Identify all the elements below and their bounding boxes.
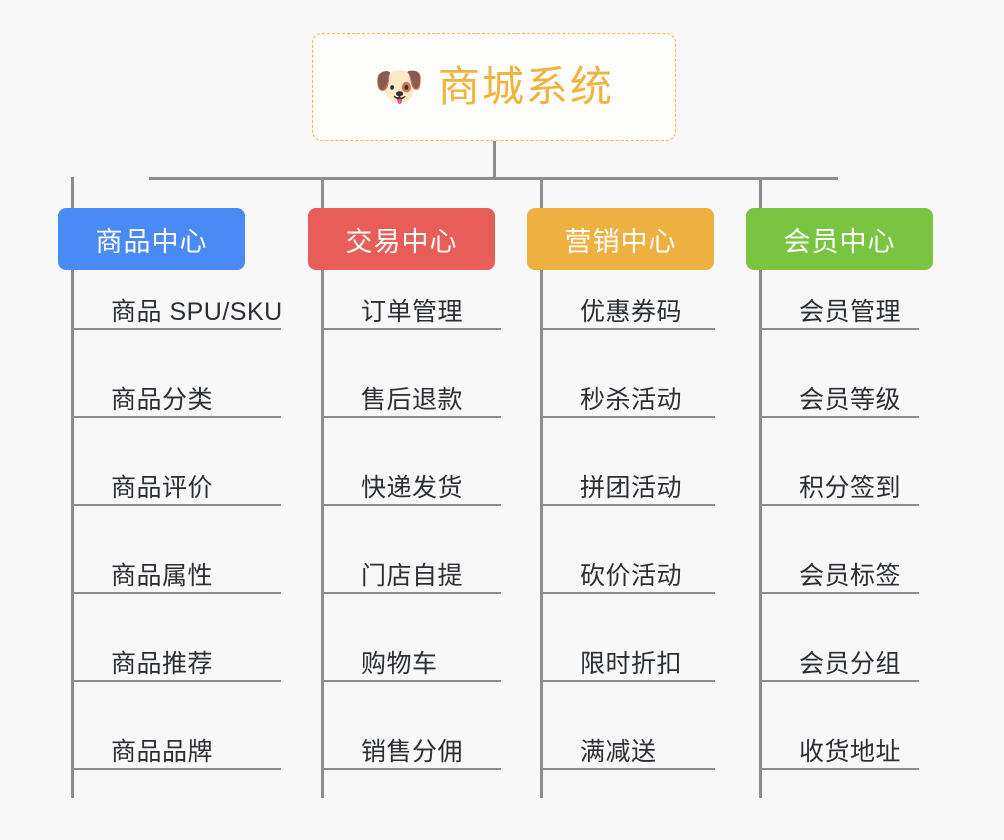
leaf-item[interactable]: 秒杀活动: [540, 360, 715, 418]
leaf-item-label: 秒杀活动: [580, 385, 683, 414]
leaf-item[interactable]: 会员标签: [759, 536, 919, 594]
leaf-item[interactable]: 会员管理: [759, 272, 919, 330]
shiba-dog-face-icon: 🐶: [374, 65, 424, 109]
leaf-item[interactable]: 商品属性: [71, 536, 281, 594]
leaf-item[interactable]: 满减送: [540, 712, 715, 770]
leaf-item[interactable]: 订单管理: [321, 272, 501, 330]
leaf-item[interactable]: 会员分组: [759, 624, 919, 682]
leaf-item[interactable]: 砍价活动: [540, 536, 715, 594]
leaf-item-label: 拼团活动: [580, 473, 683, 502]
root-node-shop-system[interactable]: 🐶 商城系统: [312, 33, 676, 141]
root-node-title: 商城系统: [437, 63, 614, 110]
leaf-item-label: 积分签到: [799, 473, 902, 502]
leaf-item-label: 门店自提: [361, 561, 464, 590]
leaf-item[interactable]: 收货地址: [759, 712, 919, 770]
branch-box-2[interactable]: 交易中心: [308, 208, 495, 270]
leaf-item-label: 限时折扣: [580, 649, 683, 678]
leaf-item-label: 会员标签: [799, 561, 902, 590]
leaf-item[interactable]: 售后退款: [321, 360, 501, 418]
leaf-item[interactable]: 优惠券码: [540, 272, 715, 330]
leaf-item-label: 商品 SPU/SKU: [111, 297, 283, 326]
connector-branch-vertical-1: [71, 177, 74, 209]
leaf-spine: [540, 270, 543, 798]
leaf-item[interactable]: 商品分类: [71, 360, 281, 418]
leaf-item-label: 优惠券码: [580, 297, 683, 326]
leaf-item-label: 订单管理: [361, 297, 464, 326]
leaf-item-label: 销售分佣: [361, 737, 464, 766]
leaf-item[interactable]: 销售分佣: [321, 712, 501, 770]
leaf-item-label: 商品分类: [111, 385, 214, 414]
leaf-item-label: 商品评价: [111, 473, 214, 502]
leaf-item[interactable]: 积分签到: [759, 448, 919, 506]
connector-root-vertical: [493, 141, 496, 179]
leaf-item[interactable]: 购物车: [321, 624, 501, 682]
connector-branch-vertical-2: [321, 177, 324, 209]
leaf-item-label: 商品推荐: [111, 649, 214, 678]
branch-label: 营销中心: [564, 226, 677, 257]
leaf-item[interactable]: 门店自提: [321, 536, 501, 594]
leaf-spine: [759, 270, 762, 798]
leaf-item-label: 收货地址: [799, 737, 902, 766]
leaf-item[interactable]: 快递发货: [321, 448, 501, 506]
connector-horizontal-bus: [149, 177, 838, 180]
leaf-item[interactable]: 限时折扣: [540, 624, 715, 682]
leaf-item-label: 会员管理: [799, 297, 902, 326]
leaf-item[interactable]: 拼团活动: [540, 448, 715, 506]
leaf-item[interactable]: 商品推荐: [71, 624, 281, 682]
leaf-item-label: 砍价活动: [580, 561, 683, 590]
branch-label: 交易中心: [345, 226, 458, 257]
branch-box-3[interactable]: 营销中心: [527, 208, 714, 270]
leaf-item[interactable]: 商品评价: [71, 448, 281, 506]
branch-box-1[interactable]: 商品中心: [58, 208, 245, 270]
leaf-item-label: 满减送: [580, 737, 657, 766]
branch-box-4[interactable]: 会员中心: [746, 208, 933, 270]
leaf-item[interactable]: 商品品牌: [71, 712, 281, 770]
branch-label: 商品中心: [95, 226, 208, 257]
leaf-item[interactable]: 商品 SPU/SKU: [71, 272, 283, 330]
leaf-spine: [321, 270, 324, 798]
leaf-item-label: 购物车: [361, 649, 438, 678]
leaf-item[interactable]: 会员等级: [759, 360, 919, 418]
leaf-item-label: 会员分组: [799, 649, 902, 678]
leaf-item-label: 快递发货: [361, 473, 464, 502]
leaf-item-label: 商品品牌: [111, 737, 214, 766]
leaf-spine: [71, 270, 74, 798]
branch-label: 会员中心: [783, 226, 896, 257]
connector-branch-vertical-3: [540, 177, 543, 209]
leaf-item-label: 商品属性: [111, 561, 214, 590]
leaf-item-label: 会员等级: [799, 385, 902, 414]
connector-branch-vertical-4: [759, 177, 762, 209]
leaf-item-label: 售后退款: [361, 385, 464, 414]
